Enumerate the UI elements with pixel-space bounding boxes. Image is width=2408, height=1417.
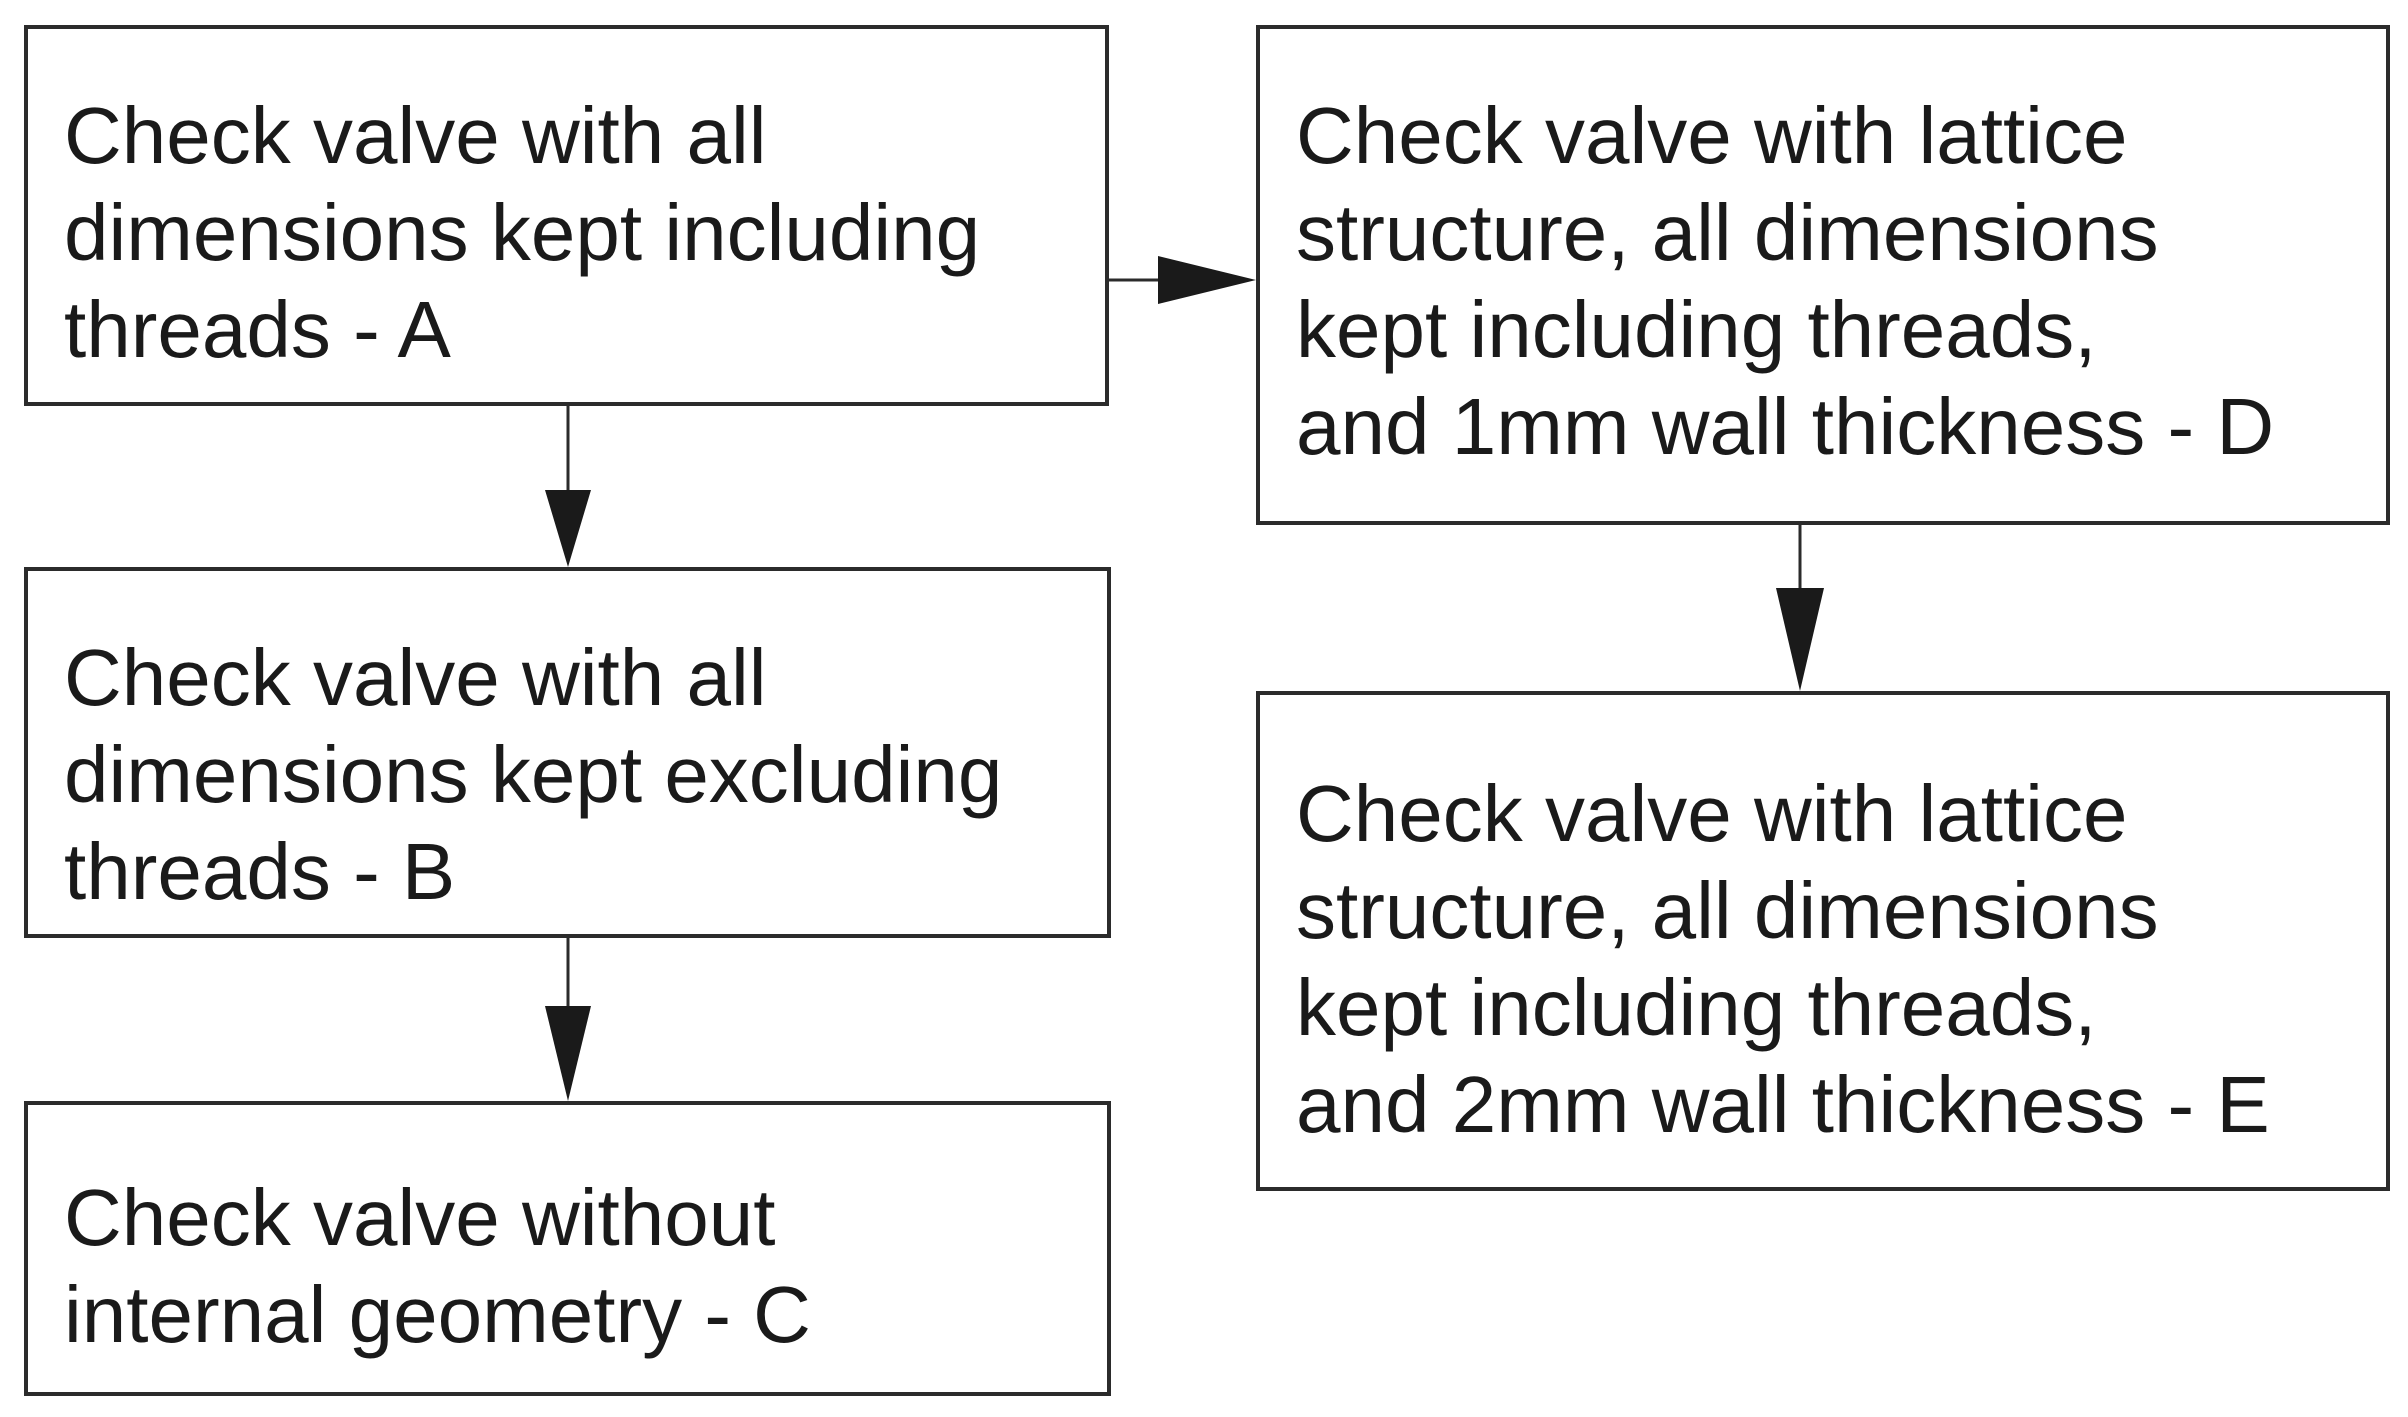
node-e-label: Check valve with lattice structure, all … — [1296, 769, 2270, 1149]
edge-a-b-arrowhead — [545, 490, 591, 567]
node-b-label: Check valve with all dimensions kept exc… — [64, 633, 1003, 916]
edge-d-e-arrowhead — [1776, 588, 1824, 691]
edge-a-d-arrowhead — [1158, 256, 1256, 304]
node-a-label: Check valve with all dimensions kept inc… — [64, 91, 981, 374]
node-e-box: Check valve with lattice structure, all … — [1256, 691, 2390, 1191]
node-d-label: Check valve with lattice structure, all … — [1296, 91, 2275, 471]
edge-a-to-b — [545, 406, 591, 567]
node-c-label: Check valve without internal geometry - … — [64, 1173, 811, 1359]
node-b-box: Check valve with all dimensions kept exc… — [24, 567, 1111, 938]
edge-d-to-e — [1776, 525, 1824, 691]
edge-b-to-c — [545, 938, 591, 1101]
edge-b-c-arrowhead — [545, 1006, 591, 1101]
edge-a-to-d — [1109, 256, 1256, 304]
node-c-box: Check valve without internal geometry - … — [24, 1101, 1111, 1396]
node-a-box: Check valve with all dimensions kept inc… — [24, 25, 1109, 406]
node-d-box: Check valve with lattice structure, all … — [1256, 25, 2390, 525]
